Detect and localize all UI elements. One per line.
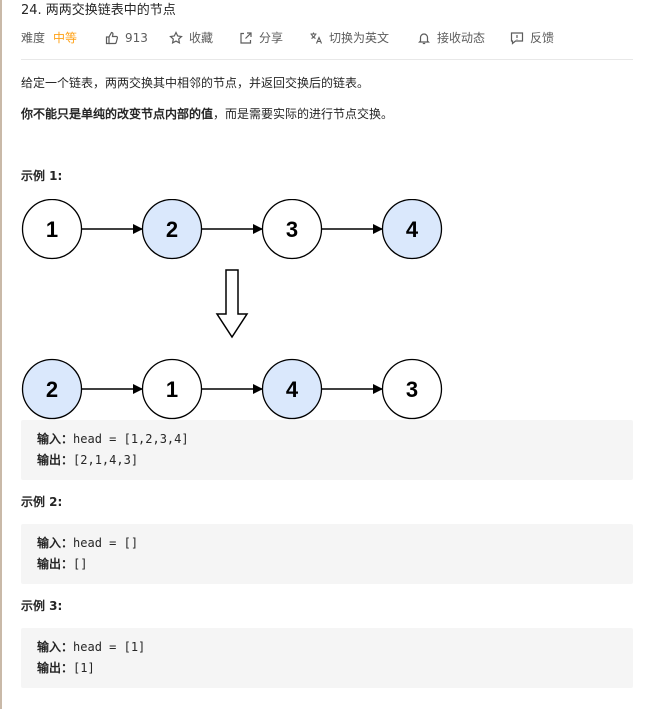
swap-diagram: 1 2 3 4 2 1 4 3 (21, 199, 443, 420)
input-label: 输入： (37, 536, 74, 550)
star-icon (169, 31, 183, 45)
before-node-1-label: 1 (46, 217, 58, 242)
subscribe-button[interactable]: 接收动态 (417, 29, 485, 47)
favorite-button[interactable]: 收藏 (169, 29, 213, 47)
example-2-heading: 示例 2: (21, 495, 63, 509)
like-button[interactable]: 913 (105, 29, 148, 47)
feedback-label: 反馈 (530, 31, 555, 45)
before-node-4 (381, 199, 443, 260)
description-note-bold: 你不能只是单纯的改变节点内部的值 (21, 107, 214, 121)
input-value: head = [1] (73, 640, 146, 654)
before-node-2 (141, 199, 203, 260)
feedback-button[interactable]: 反馈 (510, 29, 554, 47)
example-1-input: 输入：head = [1,2,3,4] (37, 431, 189, 447)
after-node-4 (381, 358, 443, 420)
subscribe-label: 接收动态 (437, 31, 486, 45)
difficulty-badge: 中等 (53, 31, 78, 45)
like-count: 913 (125, 31, 148, 45)
example-2-input: 输入：head = [] (37, 535, 138, 551)
translate-icon (310, 32, 323, 44)
output-label: 输出： (37, 557, 74, 571)
before-node-1 (21, 199, 83, 260)
input-value: head = [] (73, 536, 139, 550)
window-edge (0, 0, 2, 709)
after-node-1 (21, 358, 83, 420)
before-node-3-label: 3 (286, 217, 298, 242)
output-value: [2,1,4,3] (73, 453, 139, 467)
after-node-4-label: 3 (406, 377, 418, 402)
favorite-label: 收藏 (189, 31, 214, 45)
after-node-1-label: 2 (46, 377, 58, 402)
transform-arrow-down (215, 269, 249, 339)
after-node-3-label: 4 (286, 377, 299, 402)
problem-title: 24. 两两交换链表中的节点 (21, 3, 176, 18)
before-node-3 (261, 199, 323, 260)
example-3-heading: 示例 3: (21, 599, 63, 613)
example-1-output: 输出：[2,1,4,3] (37, 452, 138, 468)
share-label: 分享 (259, 31, 284, 45)
input-value: head = [1,2,3,4] (73, 432, 189, 446)
example-2-output: 输出：[] (37, 556, 87, 572)
difficulty-info: 难度 中等 (21, 29, 77, 47)
example-3-output: 输出：[1] (37, 660, 95, 676)
header-divider (21, 59, 633, 60)
example-2-code-block: 输入：head = [] 输出：[] (21, 524, 633, 584)
problem-page: 24. 两两交换链表中的节点 难度 中等 913 收藏 分享 (21, 0, 633, 709)
share-button[interactable]: 分享 (239, 29, 283, 47)
translate-button[interactable]: 切换为英文 (309, 29, 389, 47)
share-icon (240, 32, 252, 44)
description-note: 你不能只是单纯的改变节点内部的值，而是需要实际的进行节点交换。 (21, 106, 393, 122)
output-value: [] (73, 557, 88, 571)
bell-icon (418, 33, 430, 45)
description-note-rest: ，而是需要实际的进行节点交换。 (213, 107, 394, 121)
after-node-2 (141, 358, 203, 420)
thumbs-up-icon (105, 31, 119, 45)
after-node-2-label: 1 (166, 377, 178, 402)
example-1-code-block: 输入：head = [1,2,3,4] 输出：[2,1,4,3] (21, 420, 633, 480)
output-label: 输出： (37, 453, 74, 467)
before-node-4-label: 4 (406, 217, 419, 242)
description-paragraph: 给定一个链表，两两交换其中相邻的节点，并返回交换后的链表。 (21, 76, 370, 90)
input-label: 输入： (37, 432, 74, 446)
output-label: 输出： (37, 661, 74, 675)
after-node-3 (261, 358, 323, 420)
example-3-input: 输入：head = [1] (37, 639, 145, 655)
feedback-icon (510, 32, 524, 45)
difficulty-label: 难度 (21, 31, 46, 45)
example-1-heading: 示例 1: (21, 169, 63, 183)
before-node-2-label: 2 (166, 217, 178, 242)
example-3-code-block: 输入：head = [1] 输出：[1] (21, 628, 633, 688)
input-label: 输入： (37, 640, 74, 654)
translate-label: 切换为英文 (329, 31, 390, 45)
output-value: [1] (73, 661, 95, 675)
